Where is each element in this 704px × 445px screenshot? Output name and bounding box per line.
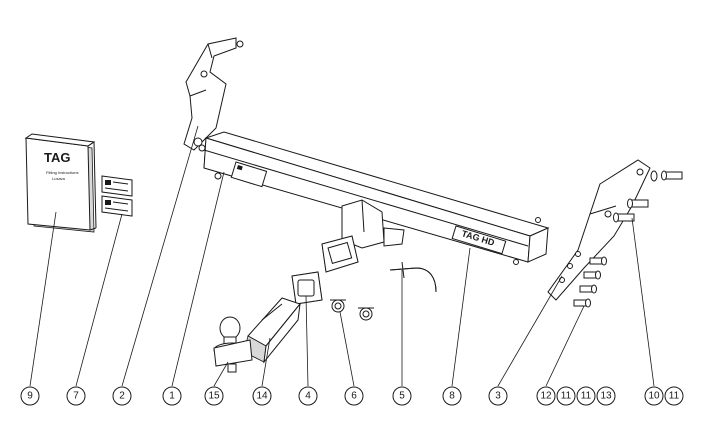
- bolt-hole: [575, 251, 581, 257]
- callout-14: 14: [252, 386, 272, 406]
- draw-bar: [243, 297, 301, 364]
- receiver-collar: [291, 271, 323, 305]
- callout-8: 8: [442, 386, 462, 406]
- receiver-housing: [321, 199, 405, 273]
- callout-5: 5: [392, 386, 412, 406]
- decal-logo-mark: [105, 180, 111, 185]
- ball: [219, 316, 241, 340]
- callout-11: 11: [664, 386, 684, 406]
- bolt-hole: [567, 263, 573, 269]
- callout-6: 6: [344, 386, 364, 406]
- svg-text:11: 11: [561, 391, 572, 402]
- bolt-hole: [214, 172, 222, 180]
- decal-logo-mark: [105, 200, 111, 205]
- booklet-subtitle: Lusava: [52, 176, 66, 181]
- callout-11: 11: [576, 386, 596, 406]
- short-bolts: [573, 256, 607, 308]
- callout-11: 11: [556, 386, 576, 406]
- booklet-title: Fitting Instructions: [46, 170, 78, 175]
- right-mounting-bracket: [547, 159, 651, 301]
- hitch-pin: [389, 261, 437, 293]
- svg-text:11: 11: [581, 391, 592, 402]
- instruction-booklet: TAG Fitting Instructions Lusava: [24, 133, 97, 233]
- left-mounting-bracket: [183, 37, 244, 152]
- svg-text:4: 4: [305, 391, 311, 402]
- svg-text:12: 12: [540, 391, 552, 402]
- shackle-pair: [330, 299, 374, 321]
- callout-4: 4: [298, 386, 318, 406]
- svg-text:7: 7: [73, 391, 79, 402]
- leader-lines: [29, 125, 655, 387]
- stud: [535, 217, 541, 223]
- bolt-hole: [604, 210, 612, 218]
- washer: [650, 170, 658, 182]
- tow-ball: [213, 316, 253, 373]
- svg-text:10: 10: [648, 391, 660, 402]
- callout-7: 7: [66, 386, 86, 406]
- callout-15: 15: [204, 386, 224, 406]
- main-cross-beam: TAG HD: [203, 131, 550, 265]
- svg-text:11: 11: [669, 391, 680, 402]
- svg-text:2: 2: [119, 391, 125, 402]
- fastener-set: [573, 170, 683, 308]
- callout-9: 9: [20, 386, 40, 406]
- callout-row: 9 7 2 1 15 14 4 6: [20, 386, 684, 406]
- stud: [513, 259, 519, 265]
- bolt-hole: [193, 137, 203, 147]
- callout-12: 12: [536, 386, 556, 406]
- callout-10: 10: [644, 386, 664, 406]
- beam-brand-plate: [451, 225, 507, 255]
- svg-text:15: 15: [208, 391, 220, 402]
- decal-labels: [101, 175, 133, 217]
- svg-text:13: 13: [600, 391, 612, 402]
- beam-sticker-logo: [236, 165, 243, 171]
- stud: [200, 70, 208, 78]
- svg-text:3: 3: [495, 391, 501, 402]
- svg-text:5: 5: [399, 391, 405, 402]
- svg-text:9: 9: [27, 391, 33, 402]
- svg-text:6: 6: [351, 391, 357, 402]
- callout-2: 2: [112, 386, 132, 406]
- callout-1: 1: [162, 386, 182, 406]
- svg-text:1: 1: [169, 391, 175, 402]
- svg-text:8: 8: [449, 391, 455, 402]
- bolt-hole: [636, 168, 644, 176]
- booklet-logo: TAG: [44, 150, 70, 165]
- callout-13: 13: [596, 386, 616, 406]
- svg-text:14: 14: [256, 391, 268, 402]
- callout-3: 3: [488, 386, 508, 406]
- stud: [236, 40, 244, 48]
